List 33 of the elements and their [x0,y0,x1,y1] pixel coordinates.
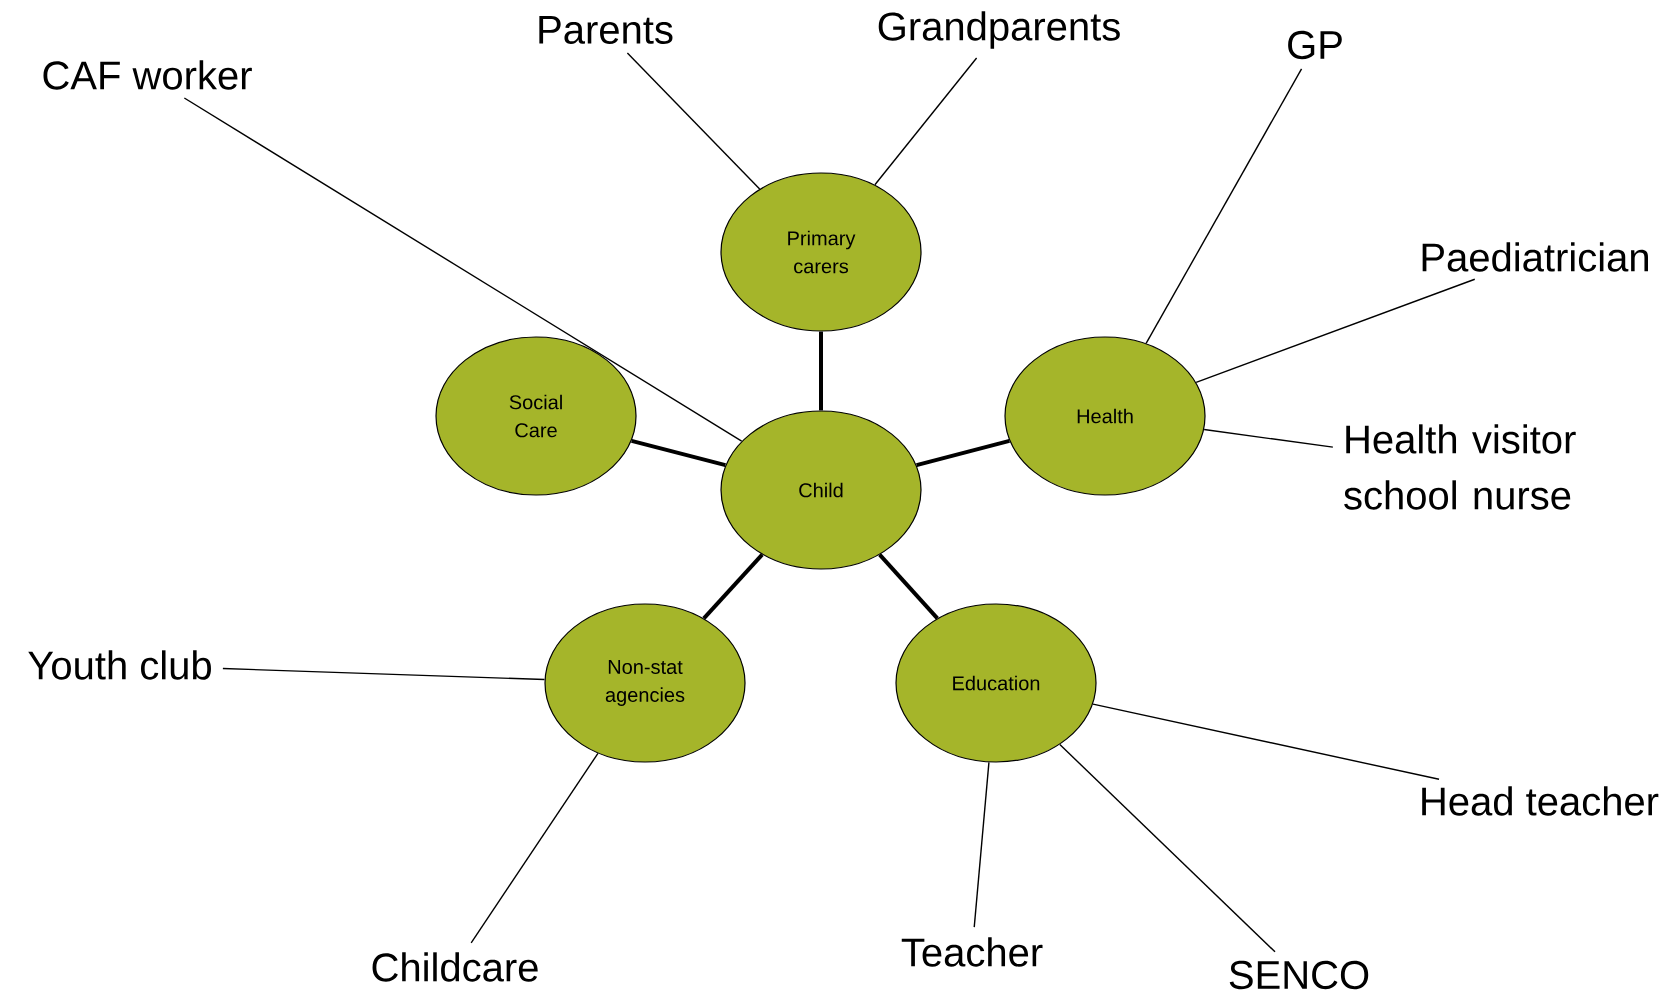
ellipse-node: Social Care [435,336,637,496]
ellipse-node: Health [1004,336,1206,496]
leader-line [222,667,546,681]
connector-line [878,553,939,620]
leader-line [1145,68,1303,345]
leader-line [183,97,743,442]
leader-line [973,761,990,928]
leader-line [626,52,761,190]
ellipse-node: Primary carers [720,172,922,332]
label-text: SENCO [1229,960,1369,990]
label-text: Grandparents [878,11,1120,49]
leader-line [1092,703,1440,780]
ellipse-node: Education [895,603,1097,763]
label-text: CAF worker [43,60,252,90]
leader-line [1195,278,1476,383]
label-text: GP [1288,30,1342,60]
leader-line [1203,428,1334,448]
label-text: Teacher [901,937,1043,967]
connector-line [916,438,1010,468]
label-text: Parents [539,16,673,44]
connector-line [819,331,823,411]
ellipse-node: Child [720,410,922,570]
ellipse-node: Non-stat agencies [544,603,746,763]
connector-line [702,553,764,620]
leader-line [1059,743,1276,953]
label-text: Head teacher [1422,786,1659,816]
label-text: Paediatrician [1422,242,1648,272]
label-text: Childcare [372,952,538,982]
connector-line [631,438,726,468]
leader-line [470,752,599,944]
label-text: Health visitor school nurse [1344,424,1576,510]
label-text: Youth club [28,650,211,680]
leader-line [874,57,978,186]
